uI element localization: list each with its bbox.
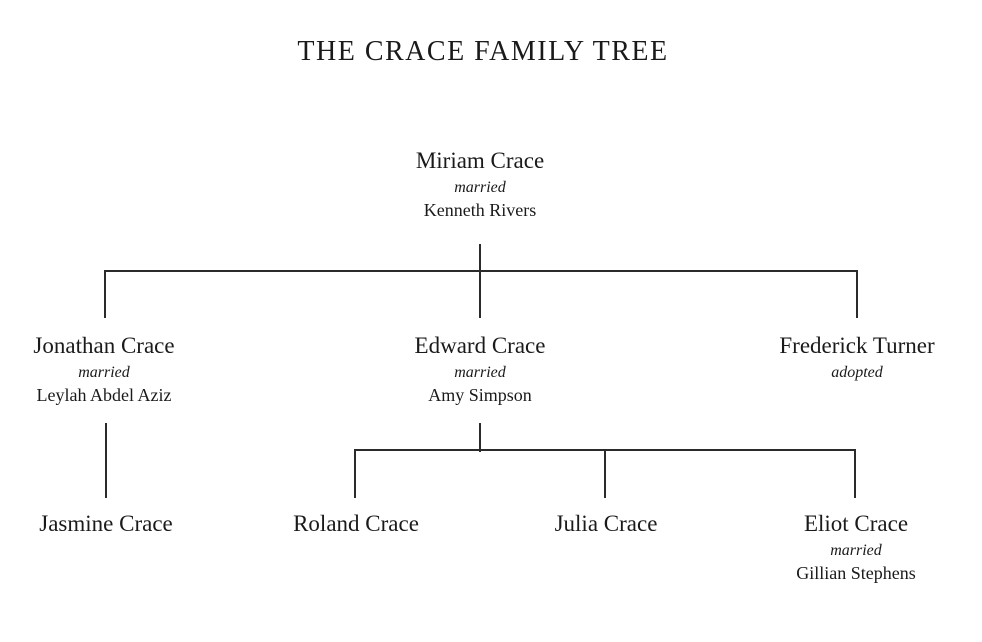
connector-jasmine-drop [105, 423, 107, 498]
connector-miriam-drop [479, 244, 481, 318]
person-node-edward: Edward Crace married Amy Simpson [415, 331, 546, 407]
person-node-eliot: Eliot Crace married Gillian Stephens [796, 509, 916, 585]
person-node-roland: Roland Crace [293, 509, 419, 539]
person-node-julia: Julia Crace [555, 509, 658, 539]
person-name: Julia Crace [554, 511, 658, 536]
person-node-miriam: Miriam Crace married Kenneth Rivers [416, 146, 544, 222]
connector-julia-drop [604, 449, 606, 498]
person-name: Jonathan Crace [33, 333, 175, 358]
person-name: Eliot Crace [803, 511, 909, 536]
connector-edward-drop [479, 423, 481, 452]
person-name: Roland Crace [293, 511, 419, 536]
spouse-name: Kenneth Rivers [423, 200, 537, 220]
diagram-title: THE CRACE FAMILY TREE [297, 36, 669, 67]
connector-eliot-drop [854, 449, 856, 498]
person-node-jasmine: Jasmine Crace [39, 509, 172, 539]
person-name: Miriam Crace [415, 148, 545, 173]
connector-frederick-drop [856, 270, 858, 318]
relation-label: married [454, 179, 506, 196]
relation-label: married [454, 364, 506, 381]
relation-label: married [78, 364, 130, 381]
person-name: Edward Crace [414, 333, 546, 358]
connector-roland-drop [354, 449, 356, 498]
spouse-name: Leylah Abdel Aziz [36, 385, 172, 405]
relation-label: adopted [831, 364, 883, 381]
person-node-jonathan: Jonathan Crace married Leylah Abdel Aziz [33, 331, 174, 407]
connector-jonathan-drop [104, 270, 106, 318]
person-name: Frederick Turner [779, 333, 935, 358]
relation-label: married [830, 542, 882, 559]
spouse-name: Amy Simpson [428, 385, 532, 405]
connector-gen2-rail [105, 270, 858, 272]
person-name: Jasmine Crace [39, 511, 173, 536]
spouse-name: Gillian Stephens [796, 563, 916, 583]
person-node-frederick: Frederick Turner adopted [779, 331, 934, 384]
